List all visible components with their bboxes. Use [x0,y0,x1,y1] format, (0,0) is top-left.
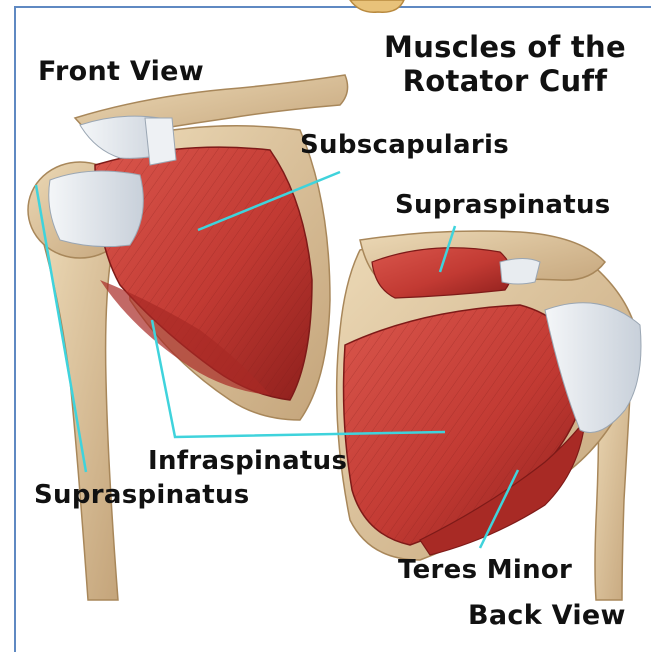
title-line-1: Muscles of the [370,30,640,64]
title-line-2: Rotator Cuff [370,64,640,98]
back-view-label: Back View [468,600,626,631]
teres-minor-label: Teres Minor [398,555,572,585]
back-supraspinatus-muscle [372,248,511,298]
front-tendon [49,171,144,247]
diagram-title: Muscles of the Rotator Cuff [370,30,640,98]
supraspinatus-front-label: Supraspinatus [34,480,250,510]
back-view-shoulder [337,231,641,600]
front-view-label: Front View [38,56,204,87]
decorative-figure-top [350,0,404,12]
supraspinatus-back-label: Supraspinatus [395,190,611,220]
subscapularis-label: Subscapularis [300,130,509,160]
infraspinatus-label: Infraspinatus [148,446,347,476]
